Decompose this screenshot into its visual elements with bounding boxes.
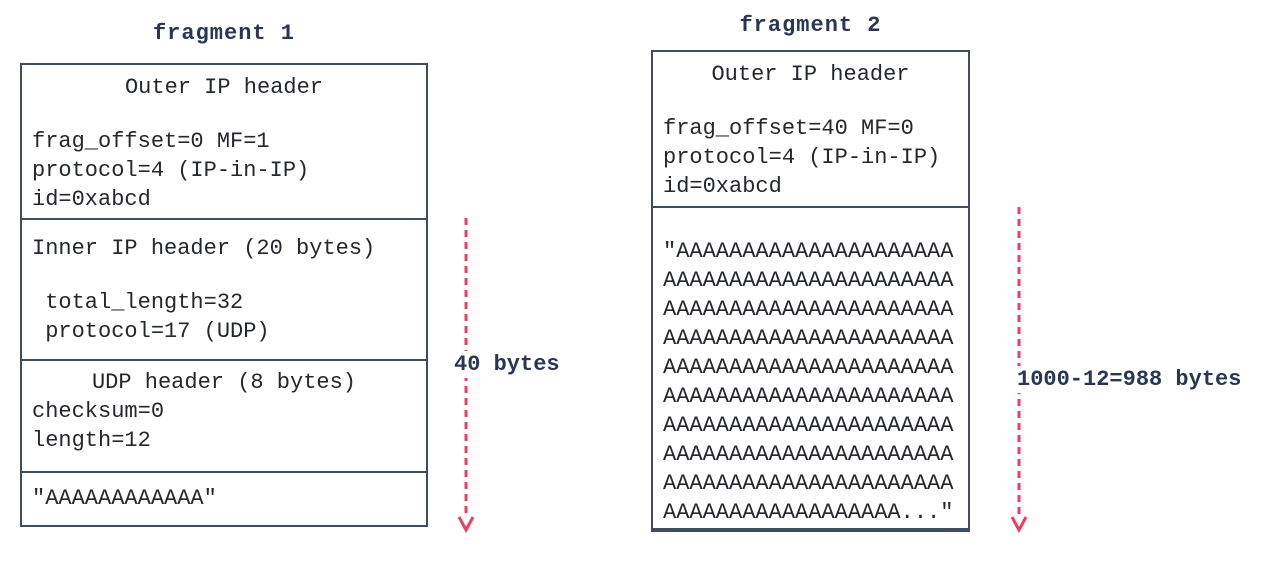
fragment1-size-label: 40 bytes — [450, 351, 564, 378]
fragment1-payload-text: "AAAAAAAAAAAA" — [32, 486, 217, 511]
fragment2-payload-text: "AAAAAAAAAAAAAAAAAAAAA AAAAAAAAAAAAAAAAA… — [663, 239, 954, 525]
outer-ip-header-heading: Outer IP header — [124, 75, 324, 100]
inner-ip-header-heading: Inner IP header (20 bytes) — [32, 236, 376, 261]
outer-ip-header-fields: frag_offset=40 MF=0 protocol=4 (IP-in-IP… — [663, 116, 941, 199]
fragment2-box: Outer IP header frag_offset=40 MF=0 prot… — [651, 50, 970, 532]
fragment2-outer-ip-section: Outer IP header frag_offset=40 MF=0 prot… — [653, 52, 968, 206]
outer-ip-header-heading: Outer IP header — [711, 62, 910, 87]
outer-ip-header-fields: frag_offset=0 MF=1 protocol=4 (IP-in-IP)… — [32, 129, 310, 212]
fragment2-payload-section: "AAAAAAAAAAAAAAAAAAAAA AAAAAAAAAAAAAAAAA… — [653, 206, 968, 528]
fragment2-size-label: 1000-12=988 bytes — [1013, 366, 1246, 393]
inner-ip-header-fields: total_length=32 protocol=17 (UDP) — [45, 290, 270, 344]
fragment1-payload-section: "AAAAAAAAAAAA" — [22, 471, 426, 525]
fragment1-box: Outer IP header frag_offset=0 MF=1 proto… — [20, 63, 428, 527]
fragment1-title: fragment 1 — [152, 21, 296, 46]
fragment1-outer-ip-section: Outer IP header frag_offset=0 MF=1 proto… — [22, 65, 426, 218]
fragment1-udp-section: UDP header (8 bytes) checksum=0 length=1… — [22, 359, 426, 471]
fragment2-title: fragment 2 — [739, 13, 882, 38]
down-arrow-icon — [1010, 207, 1028, 534]
udp-header-heading: UDP header (8 bytes) — [91, 370, 357, 395]
udp-header-fields: checksum=0 length=12 — [32, 399, 165, 453]
fragment1-inner-ip-section: Inner IP header (20 bytes) total_length=… — [22, 218, 426, 359]
